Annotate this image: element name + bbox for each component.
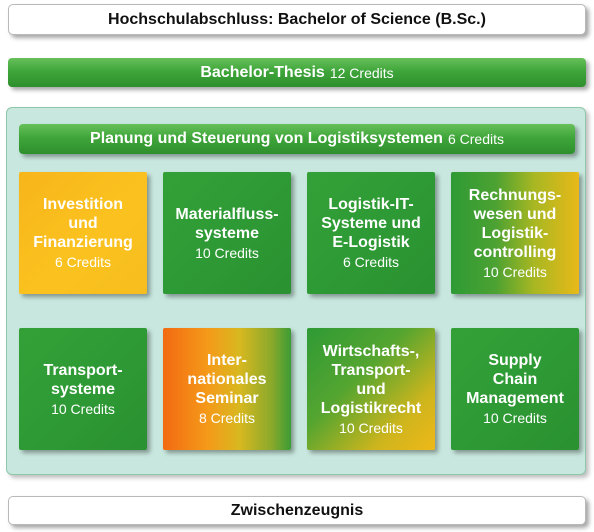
module-credits: 10 Credits [483,410,547,426]
interim-certificate-bar: Zwischenzeugnis [8,496,586,525]
module-logistik-it-systeme: Logistik-IT- Systeme und E-Logistik 6 Cr… [307,172,435,294]
module-credits: 8 Credits [198,410,256,426]
module-materialflusssysteme: Materialfluss- systeme 10 Credits [163,172,291,294]
degree-title: Hochschulabschluss: Bachelor of Science … [108,10,486,28]
degree-title-bar: Hochschulabschluss: Bachelor of Science … [8,4,586,35]
panel-header-title: Planung und Steuerung von Logistiksystem… [90,130,443,147]
modules-panel: Planung und Steuerung von Logistiksystem… [6,107,586,475]
thesis-title: Bachelor-Thesis [200,63,325,81]
module-investition-finanzierung: Investition und Finanzierung 6 Credits [19,172,147,294]
module-supply-chain-management: Supply Chain Management 10 Credits [451,328,579,450]
thesis-bar: Bachelor-Thesis 12 Credits [8,58,586,87]
module-internationales-seminar: Inter- nationales Seminar 8 Credits [163,328,291,450]
module-title: Inter- nationales Seminar [187,352,267,407]
panel-header-bar: Planung und Steuerung von Logistiksystem… [19,124,575,154]
module-transportsysteme: Transport- systeme 10 Credits [19,328,147,450]
panel-header-credits: 6 Credits [447,131,504,147]
module-credits: 10 Credits [195,244,259,261]
module-credits: 6 Credits [54,254,112,270]
module-title: Rechnungs- wesen und Logistik- controlli… [468,186,562,261]
module-credits: 6 Credits [342,254,400,270]
module-credits: 10 Credits [339,419,403,436]
module-rechnungswesen-controlling: Rechnungs- wesen und Logistik- controlli… [451,172,579,294]
module-title: Supply Chain Management [466,352,564,407]
module-title: Investition und Finanzierung [33,196,133,251]
thesis-credits: 12 Credits [329,64,394,81]
interim-certificate-title: Zwischenzeugnis [230,501,364,519]
module-title: Logistik-IT- Systeme und E-Logistik [321,196,421,251]
module-title: Wirtschafts-, Transport- und Logistikrec… [320,342,422,417]
module-credits: 10 Credits [51,400,115,417]
module-wirtschafts-transport-logistikrecht: Wirtschafts-, Transport- und Logistikrec… [307,328,435,450]
module-title: Transport- systeme [43,361,123,398]
module-title: Materialfluss- systeme [175,205,279,242]
module-credits: 10 Credits [483,263,547,280]
